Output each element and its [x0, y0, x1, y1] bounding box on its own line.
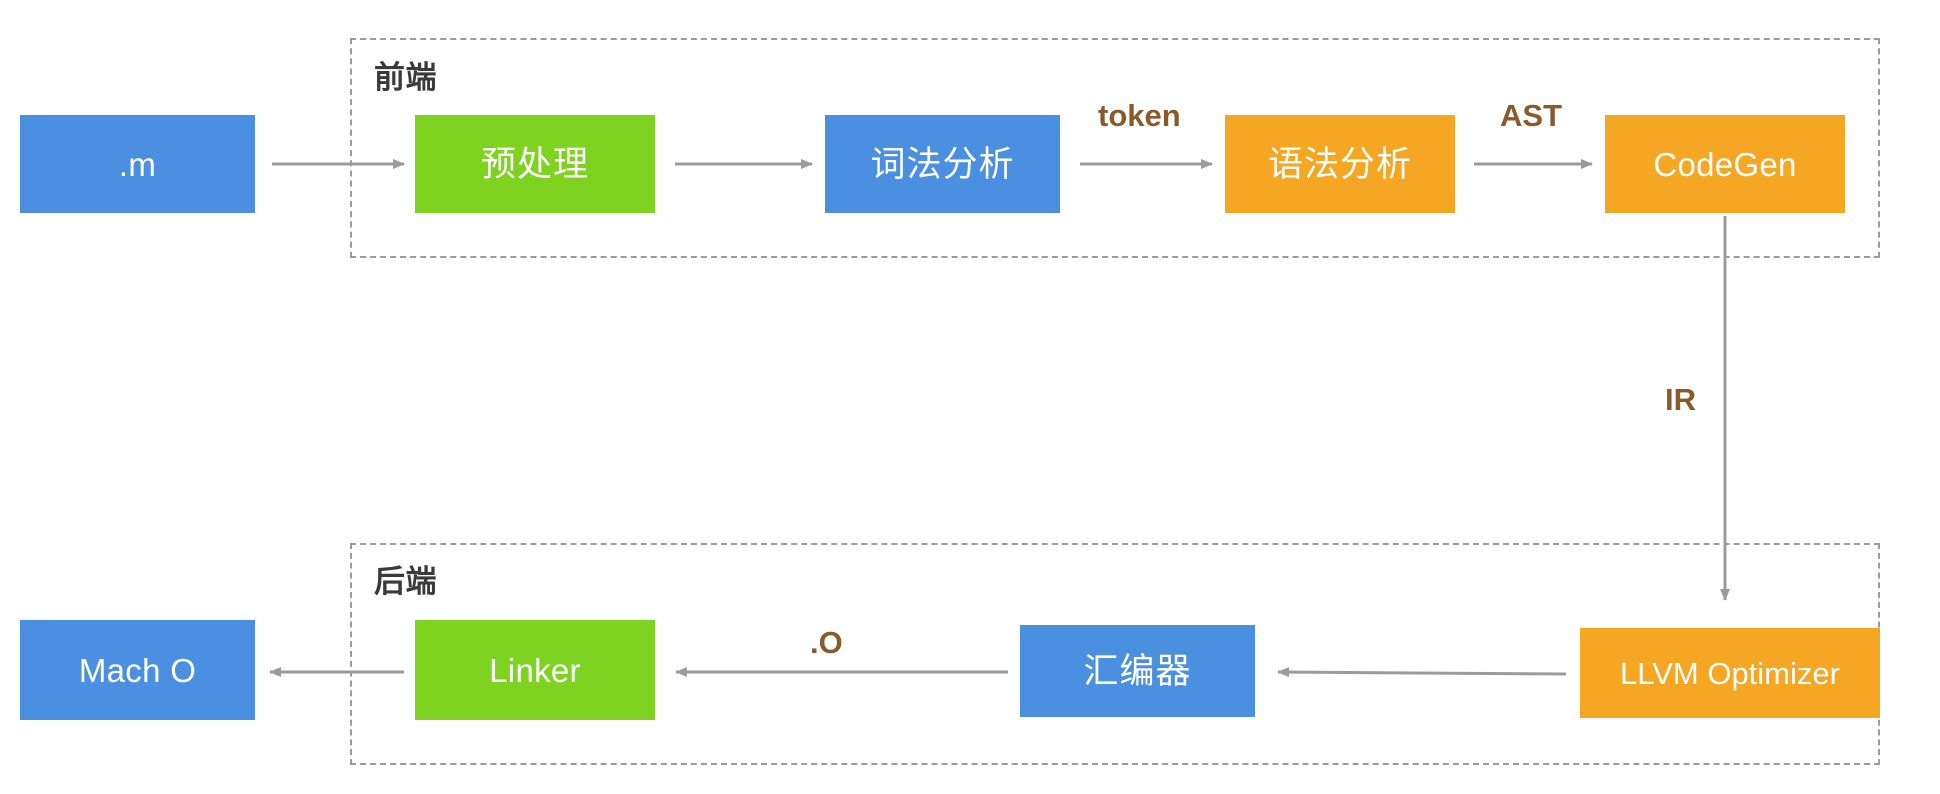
node-lexer-label: 词法分析	[870, 144, 1015, 184]
node-source-label: .m	[118, 145, 157, 183]
group-frontend-label: 前端	[374, 60, 437, 95]
node-codegen-label: CodeGen	[1653, 145, 1797, 183]
node-source[interactable]: .m	[20, 115, 255, 213]
node-linker-label: Linker	[489, 651, 581, 689]
node-preprocess-label: 预处理	[480, 144, 589, 184]
node-optimizer[interactable]: LLVM Optimizer	[1580, 628, 1880, 718]
group-frontend-box	[350, 38, 1880, 258]
node-assembler-label: 汇编器	[1083, 651, 1192, 691]
edge-label-ast: AST	[1500, 98, 1562, 133]
group-backend-label: 后端	[374, 564, 437, 599]
node-assembler[interactable]: 汇编器	[1020, 625, 1255, 717]
node-macho-label: Mach O	[78, 651, 197, 689]
edge-label-ir: IR	[1665, 382, 1696, 417]
node-linker[interactable]: Linker	[415, 620, 655, 720]
edge-label-token: token	[1098, 98, 1181, 133]
node-parser-label: 语法分析	[1267, 144, 1412, 184]
node-optimizer-label: LLVM Optimizer	[1620, 655, 1840, 691]
edge-label-dot-o: .O	[810, 625, 843, 660]
node-lexer[interactable]: 词法分析	[825, 115, 1060, 213]
node-codegen[interactable]: CodeGen	[1605, 115, 1845, 213]
node-parser[interactable]: 语法分析	[1225, 115, 1455, 213]
node-macho[interactable]: Mach O	[20, 620, 255, 720]
node-preprocess[interactable]: 预处理	[415, 115, 655, 213]
